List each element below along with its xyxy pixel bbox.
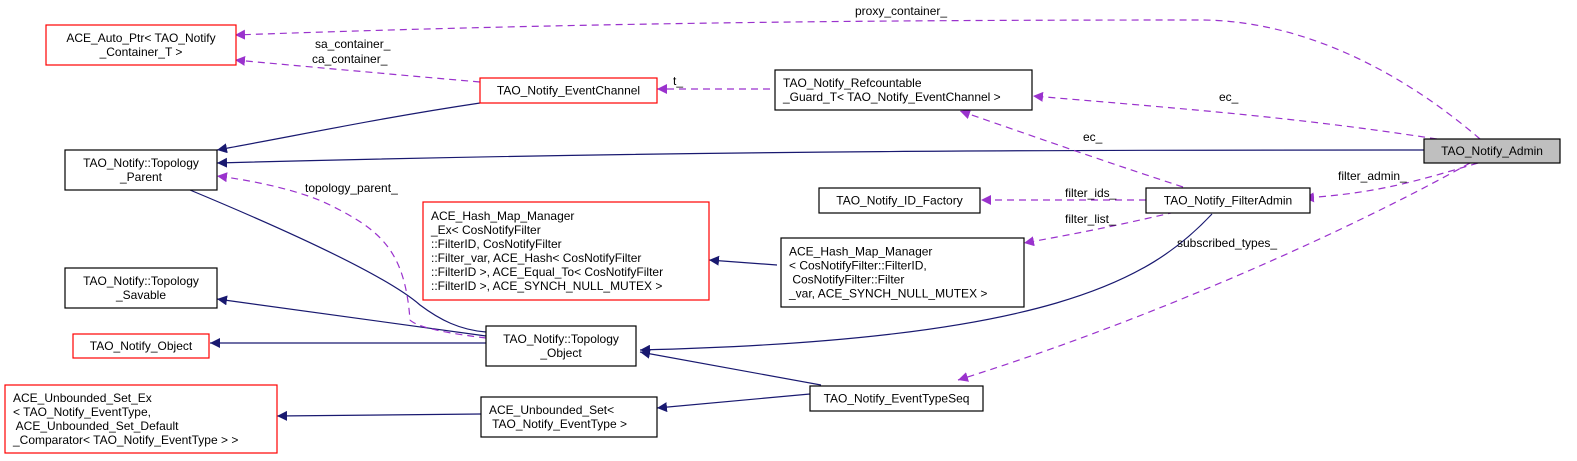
node-label-line: _var, ACE_SYNCH_NULL_MUTEX >: [788, 287, 987, 301]
class-node-notify-object[interactable]: TAO_Notify_Object: [72, 333, 210, 359]
label-ca-container: ca_container_: [312, 52, 388, 66]
node-label-line: < TAO_Notify_EventType,: [13, 405, 151, 419]
node-box: [485, 325, 637, 367]
node-label-line: ACE_Unbounded_Set<: [489, 403, 614, 417]
edge-unbounded-set-to-unbounded-set-ex: [276, 410, 482, 421]
edge-sa-ca-container: [234, 55, 481, 83]
node-label-line: _Container_T >: [99, 45, 183, 59]
node-label-line: TAO_Notify_EventChannel: [497, 84, 640, 98]
node-label-line: ::FilterID >, ACE_SYNCH_NULL_MUTEX >: [431, 279, 662, 293]
node-label-line: CosNotifyFilter::Filter: [789, 273, 904, 287]
edge-ec-filter-admin: [959, 109, 1184, 188]
edge-event-channel-to-topology-parent: [216, 102, 481, 154]
node-label-line: _Parent: [119, 170, 163, 184]
node-label-line: _Comparator< TAO_Notify_EventType > >: [12, 433, 238, 447]
node-box: [479, 77, 658, 104]
node-box: [64, 267, 218, 309]
node-box: [72, 333, 210, 359]
class-node-auto-ptr[interactable]: ACE_Auto_Ptr< TAO_Notify_Container_T >: [45, 24, 237, 66]
class-node-unbounded-set[interactable]: ACE_Unbounded_Set< TAO_Notify_EventType …: [480, 396, 658, 438]
class-node-admin[interactable]: TAO_Notify_Admin: [1423, 138, 1561, 164]
node-label-line: TAO_Notify_EventTypeSeq: [824, 392, 970, 406]
label-topology-parent: topology_parent_: [305, 181, 398, 195]
node-box: [4, 384, 278, 454]
label-ec-admin: ec_: [1219, 90, 1239, 104]
node-label-line: TAO_Notify::Topology: [83, 274, 199, 288]
label-sa-container: sa_container_: [315, 37, 391, 51]
class-node-refcountable[interactable]: TAO_Notify_Refcountable_Guard_T< TAO_Not…: [774, 69, 1033, 111]
node-label-line: TAO_Notify::Topology: [503, 332, 619, 346]
label-filter-list: filter_list_: [1065, 212, 1116, 226]
node-box: [1423, 138, 1561, 164]
class-node-unbounded-set-ex[interactable]: ACE_Unbounded_Set_Ex< TAO_Notify_EventTy…: [4, 384, 278, 454]
inheritance-edges: [189, 102, 1425, 421]
edge-filter-admin-to-topology-object: [639, 213, 1213, 355]
nodes: TAO_Notify_Admin ACE_Auto_Ptr< TAO_Notify…: [4, 24, 1561, 454]
edge-filter-list: [1023, 211, 1176, 247]
node-label-line: ACE_Auto_Ptr< TAO_Notify: [66, 31, 215, 45]
class-node-topology-savable[interactable]: TAO_Notify::Topology_Savable: [64, 267, 218, 309]
node-box: [1145, 187, 1311, 214]
node-box: [774, 69, 1033, 111]
edge-hash-map-to-hash-map-ex: [708, 255, 778, 266]
node-label-line: TAO_Notify_Admin: [1441, 144, 1543, 158]
class-node-topology-object[interactable]: TAO_Notify::Topology_Object: [485, 325, 637, 367]
node-label-line: TAO_Notify_Refcountable: [783, 76, 922, 90]
edge-subscribed-types: [957, 162, 1471, 382]
node-label-line: TAO_Notify_Object: [90, 339, 193, 353]
node-box: [818, 187, 981, 214]
edge-proxy-container: [234, 19, 1481, 140]
node-box: [780, 237, 1025, 308]
usage-edges: [216, 19, 1481, 382]
node-label-line: ACE_Hash_Map_Manager: [789, 245, 932, 259]
node-box: [809, 385, 984, 412]
edge-topology-parent: [216, 172, 487, 339]
label-ec-filter-admin: ec_: [1083, 130, 1103, 144]
node-label-line: < CosNotifyFilter::FilterID,: [789, 259, 927, 273]
class-node-hash-map[interactable]: ACE_Hash_Map_Manager< CosNotifyFilter::F…: [780, 237, 1025, 308]
node-label-line: TAO_Notify_EventType >: [489, 417, 627, 431]
node-label-line: ::FilterID >, ACE_Equal_To< CosNotifyFil…: [431, 265, 663, 279]
node-label-line: ::Filter_var, ACE_Hash< CosNotifyFilter: [431, 251, 641, 265]
node-box: [480, 396, 658, 438]
edge-topology-object-to-topology-parent: [189, 189, 487, 333]
class-node-event-type-seq[interactable]: TAO_Notify_EventTypeSeq: [809, 385, 984, 412]
class-node-filter-admin[interactable]: TAO_Notify_FilterAdmin: [1145, 187, 1311, 214]
label-filter-admin: filter_admin_: [1338, 169, 1407, 183]
edge-event-type-seq-to-topology-object: [639, 348, 822, 386]
node-label-line: ::FilterID, CosNotifyFilter: [431, 237, 562, 251]
label-filter-ids: filter_ids_: [1065, 186, 1117, 200]
label-proxy-container: proxy_container_: [855, 4, 947, 18]
edge-ec-admin: [1032, 91, 1438, 140]
edge-event-type-seq-to-unbounded-set: [656, 393, 811, 413]
node-label-line: ACE_Unbounded_Set_Default: [13, 419, 179, 433]
node-box: [64, 149, 218, 191]
label-subscribed-types: subscribed_types_: [1177, 236, 1277, 250]
node-label-line: _Guard_T< TAO_Notify_EventChannel >: [782, 90, 1001, 104]
node-label-line: TAO_Notify_ID_Factory: [836, 194, 962, 208]
class-node-id-factory[interactable]: TAO_Notify_ID_Factory: [818, 187, 981, 214]
node-label-line: ACE_Unbounded_Set_Ex: [13, 391, 152, 405]
node-box: [45, 24, 237, 66]
node-label-line: ACE_Hash_Map_Manager: [431, 209, 574, 223]
edge-topology-object-to-topology-savable: [216, 295, 487, 337]
node-label-line: _Object: [539, 346, 582, 360]
node-box: [422, 201, 710, 301]
class-node-topology-parent[interactable]: TAO_Notify::Topology_Parent: [64, 149, 218, 191]
node-label-line: _Ex< CosNotifyFilter: [430, 223, 541, 237]
label-t: t_: [673, 74, 683, 88]
node-label-line: TAO_Notify_FilterAdmin: [1164, 194, 1292, 208]
edge-admin-to-topology-parent: [216, 149, 1425, 168]
node-label-line: TAO_Notify::Topology: [83, 156, 199, 170]
edge-labels: proxy_container_ sa_container_ ca_contai…: [305, 4, 1407, 250]
class-node-hash-map-ex[interactable]: ACE_Hash_Map_Manager_Ex< CosNotifyFilter…: [422, 201, 710, 301]
class-node-event-channel[interactable]: TAO_Notify_EventChannel: [479, 77, 658, 104]
node-label-line: _Savable: [115, 288, 166, 302]
